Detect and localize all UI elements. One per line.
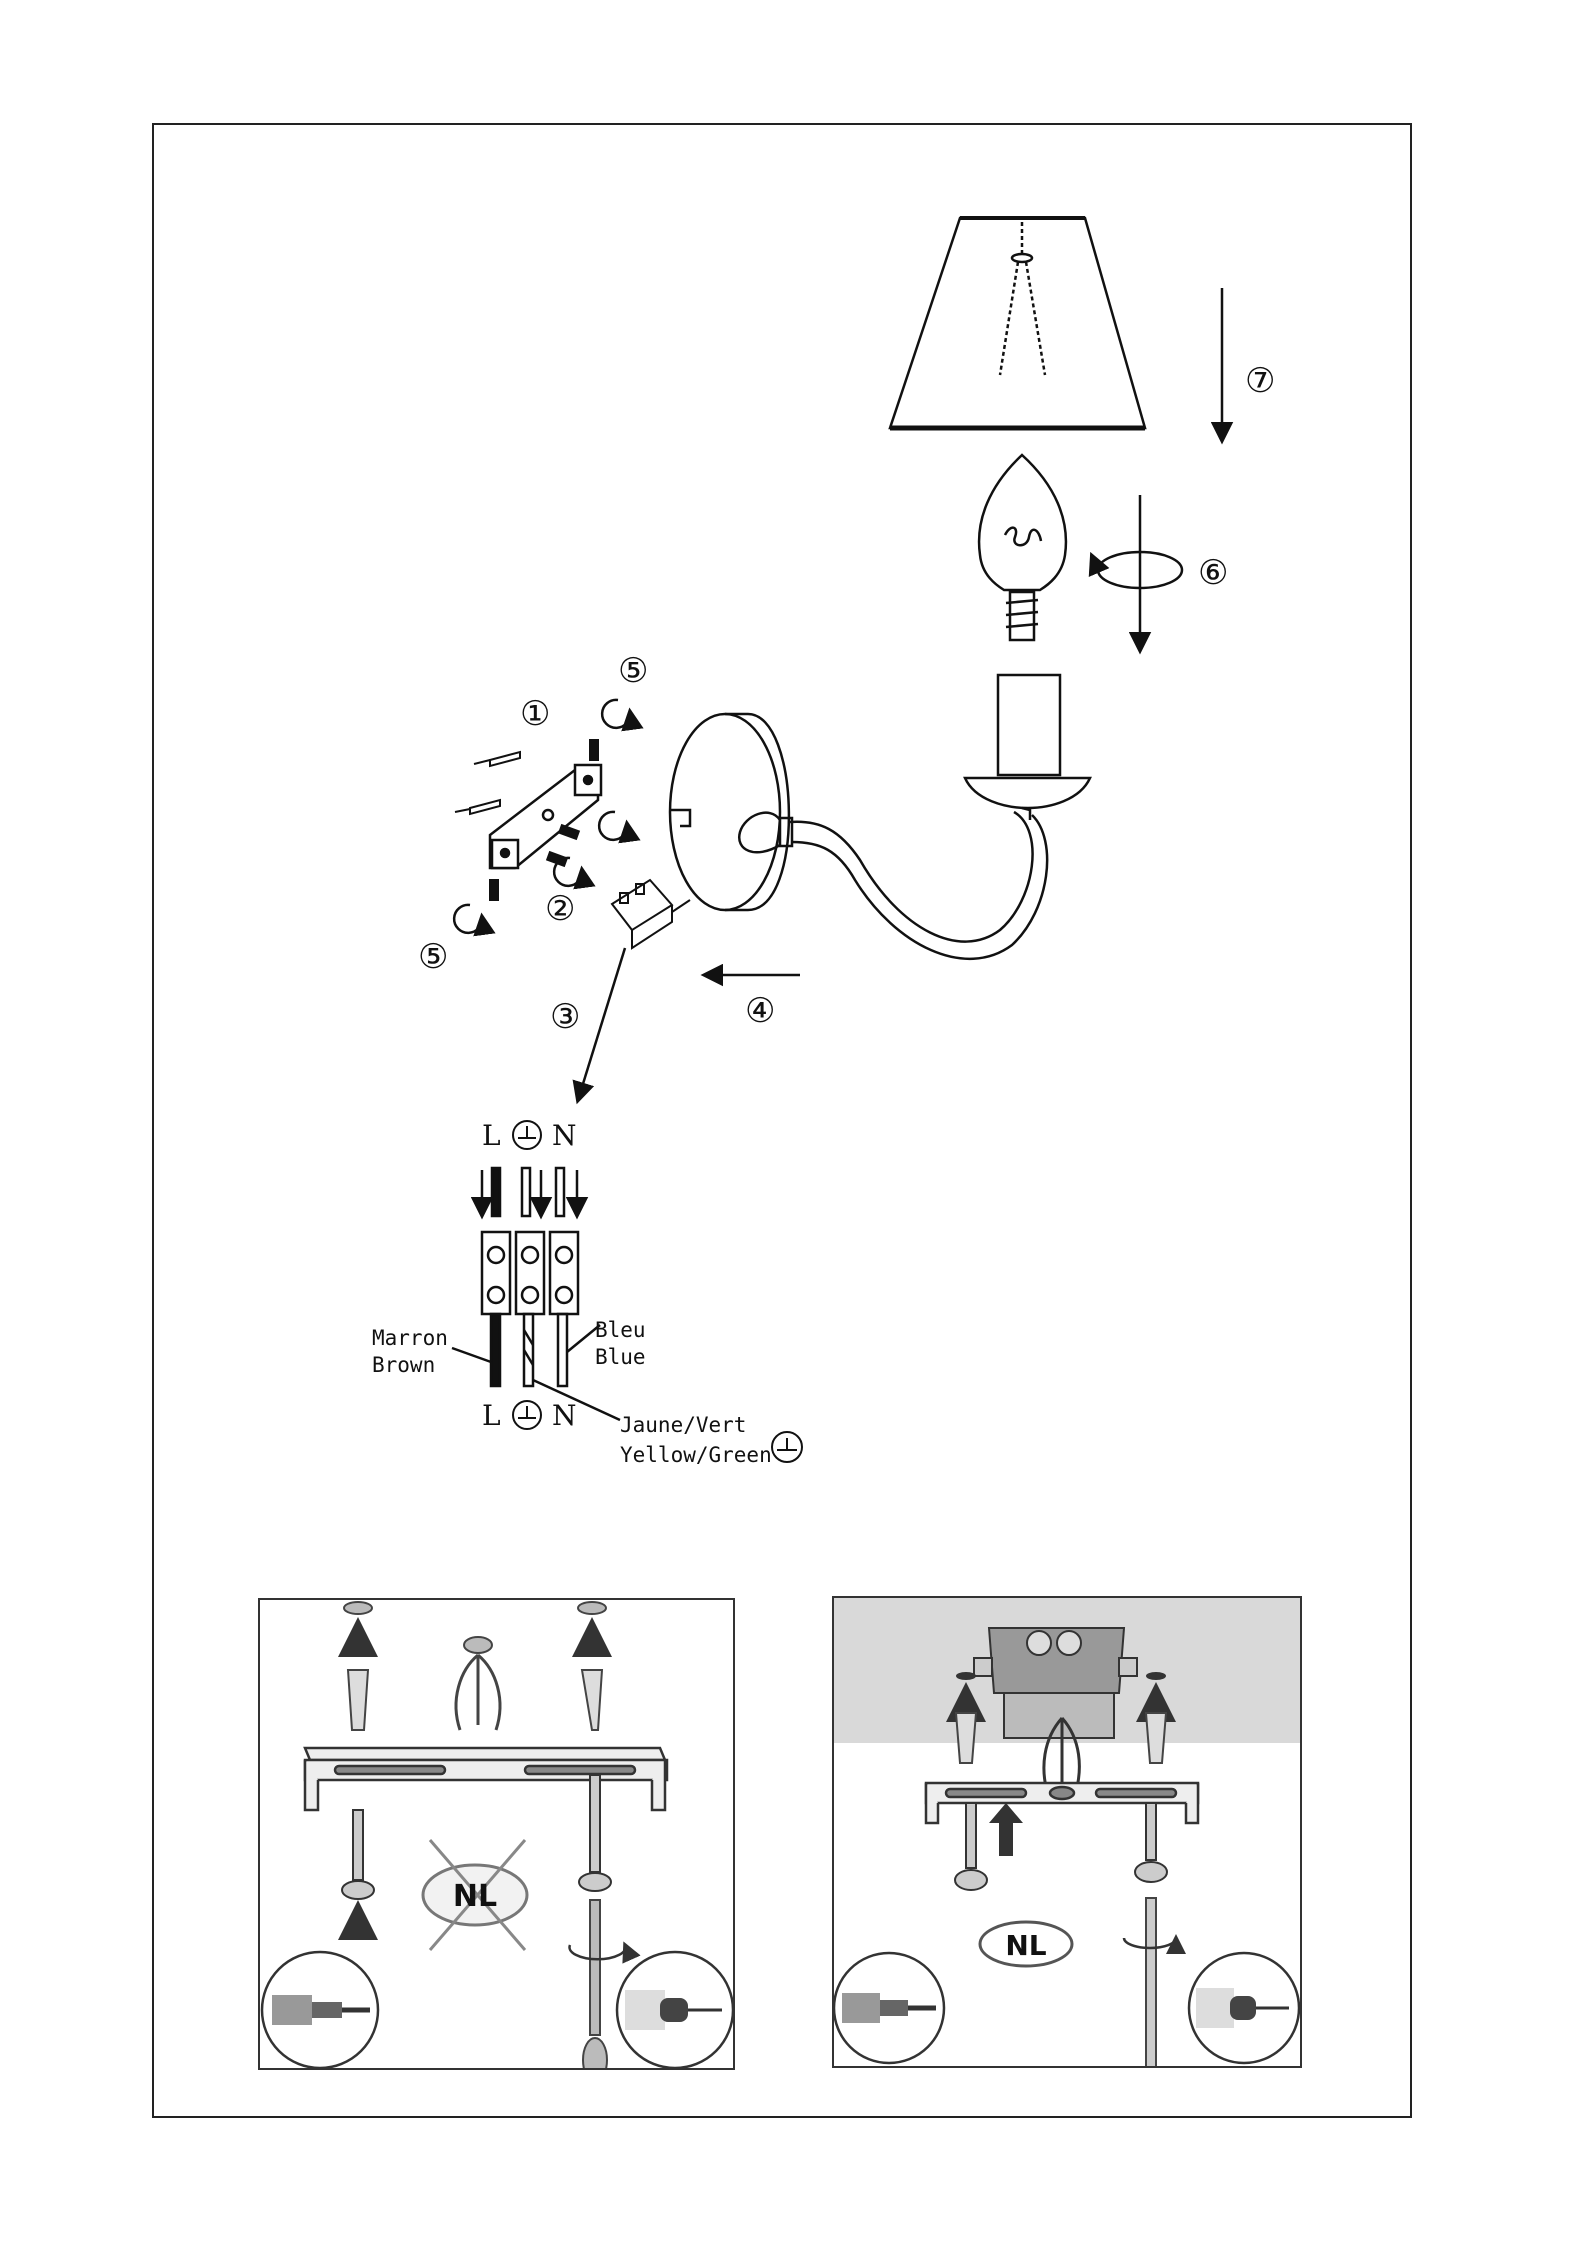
- label-brown-en: Brown: [372, 1353, 435, 1377]
- label-earth-en: Yellow/Green: [620, 1443, 772, 1467]
- terminal-top-L: L: [482, 1119, 501, 1152]
- terminal-bottom-N: N: [552, 1399, 577, 1432]
- step-7-label: ⑦: [1245, 361, 1275, 401]
- step-4-label: ④: [745, 991, 775, 1031]
- step-6-label: ⑥: [1198, 553, 1228, 593]
- label-blue-en: Blue: [595, 1345, 646, 1369]
- ceiling-mount-panel-correct: NL: [832, 1596, 1302, 2068]
- assembly-diagram: ⑦ ⑥ ③ ④: [0, 0, 1587, 1560]
- wiring-diagram: L N: [372, 1119, 802, 1467]
- mounting-bracket: [490, 765, 601, 868]
- nl-badge-left-label: NL: [453, 1879, 497, 1914]
- terminal-connector: [612, 880, 690, 948]
- label-brown-fr: Marron: [372, 1326, 448, 1350]
- candle-bulb: [979, 455, 1066, 640]
- panel-right-drawing: NL: [834, 1598, 1302, 2068]
- step-5a-label: ⑤: [618, 651, 648, 691]
- label-blue-fr: Bleu: [595, 1318, 646, 1342]
- step-3-label: ③: [550, 997, 580, 1037]
- terminal-bottom-L: L: [482, 1399, 501, 1432]
- step-2-label: ②: [545, 889, 575, 929]
- panel-left-drawing: NL: [260, 1600, 735, 2070]
- arrow-step3: [578, 948, 625, 1100]
- label-earth-fr: Jaune/Vert: [620, 1413, 746, 1437]
- terminal-top-N: N: [552, 1119, 577, 1152]
- step-1-label: ①: [520, 694, 550, 734]
- lamp-shade: [890, 218, 1145, 428]
- step-5b-label: ⑤: [418, 937, 448, 977]
- nl-badge-right-label: NL: [1005, 1929, 1046, 1962]
- ceiling-mount-panel-wrong: NL: [258, 1598, 735, 2070]
- lamp-body: [670, 675, 1090, 959]
- rotate-arrow-step6: [1092, 495, 1182, 650]
